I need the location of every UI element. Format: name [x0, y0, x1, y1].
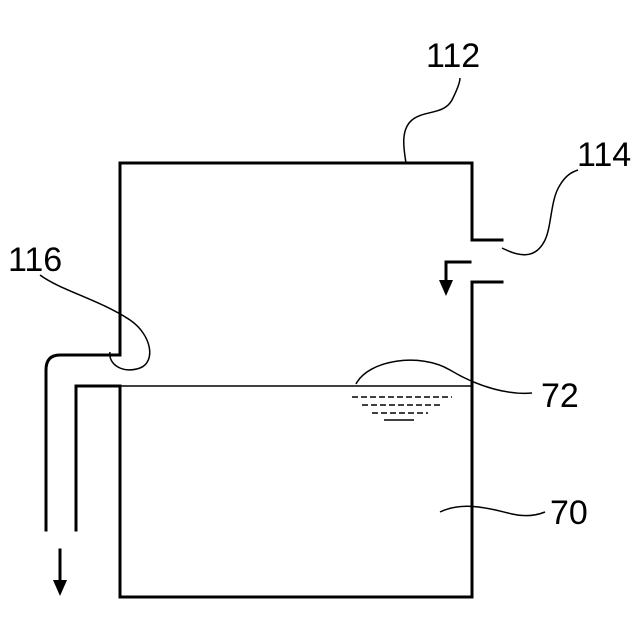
- label-70: 70: [550, 494, 588, 532]
- tank-body: [120, 163, 502, 597]
- label-114: 114: [577, 136, 631, 174]
- label-72: 72: [541, 377, 579, 415]
- tank-wall-lower: [120, 282, 502, 597]
- outlet-pipe-inner: [76, 386, 120, 530]
- label-116: 116: [8, 241, 62, 279]
- outlet-pipe: [46, 355, 120, 596]
- outlet-pipe-outer: [46, 355, 120, 530]
- arrow-head-down: [439, 280, 453, 296]
- inlet-flow-arrow: [439, 262, 470, 296]
- leader-112: [404, 78, 460, 163]
- tank-wall-outline: [120, 163, 502, 355]
- liquid-surface: [120, 386, 472, 420]
- outlet-arrow-head: [53, 580, 67, 596]
- leader-114: [502, 170, 578, 255]
- leader-70: [440, 506, 545, 515]
- label-112: 112: [426, 37, 480, 75]
- leader-72: [356, 360, 532, 393]
